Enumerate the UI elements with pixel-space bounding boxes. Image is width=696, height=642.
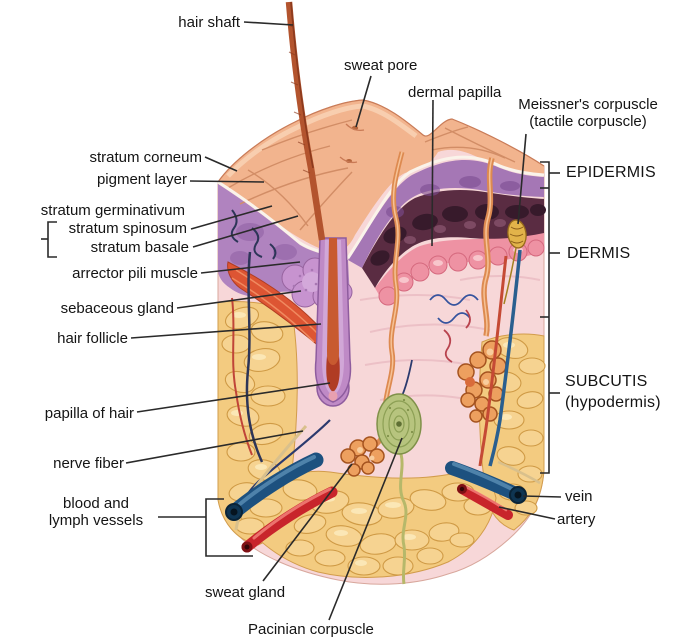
label-subcutis-line2: (hypodermis): [565, 394, 661, 411]
label-hair-shaft: hair shaft: [178, 14, 240, 31]
hair-shaft: [285, 1, 326, 241]
papillae-blobs: [370, 204, 546, 266]
label-sweat-pore: sweat pore: [344, 57, 418, 74]
leader-hair-shaft: [243, 21, 294, 26]
leader-vein: [522, 495, 562, 498]
label-meissners-line1: Meissner's corpuscle: [518, 96, 658, 113]
label-stratum-germinativum: stratum germinativum: [40, 202, 185, 219]
label-blood-lymph-vessels: blood and lymph vessels: [36, 495, 156, 529]
skin-surface: [217, 99, 545, 260]
hair-follicle: [314, 237, 352, 407]
surface-outline: [217, 99, 545, 183]
sweat-pore-dimples: [339, 123, 365, 164]
leader-nerve-fiber: [125, 430, 304, 464]
label-stratum-spinosum: stratum spinosum: [68, 220, 187, 237]
leader-lines: [41, 21, 562, 621]
scallop-highlights: [399, 247, 523, 283]
label-subcutis: SUBCUTIS (hypodermis): [565, 371, 661, 413]
fat-highlights: [231, 312, 515, 566]
leader-stratum-corneum: [204, 156, 238, 172]
cut-line-right: [346, 155, 545, 259]
epidermis-cut-face: [348, 159, 546, 306]
label-sweat-gland: sweat gland: [205, 584, 286, 601]
label-dermis: DERMIS: [567, 245, 631, 262]
leader-hair-follicle: [130, 323, 322, 339]
leader-sweat-gland: [262, 463, 353, 582]
label-stratum-corneum: stratum corneum: [89, 149, 202, 166]
label-sebaceous-gland: sebaceous gland: [60, 300, 174, 317]
cut-purple-band: [348, 159, 544, 268]
label-vein: vein: [565, 488, 593, 505]
leader-stratum-spinosum: [190, 205, 273, 230]
label-artery: artery: [557, 511, 596, 528]
leader-sebaceous: [176, 290, 302, 309]
label-blood-line2: lymph vessels: [48, 512, 144, 529]
leader-dermal-papilla: [431, 99, 434, 247]
meissners-corpuscle: [503, 219, 527, 305]
label-papilla-of-hair: papilla of hair: [44, 405, 134, 422]
leader-meissner: [517, 133, 527, 225]
leader-stratum-basale: [192, 215, 299, 248]
pacinian-corpuscle: [376, 393, 422, 585]
label-dermal-papilla: dermal papilla: [408, 84, 502, 101]
leader-sweat-pore: [355, 75, 372, 128]
label-meissners-line2: (tactile corpuscle): [529, 113, 647, 130]
label-pigment-layer: pigment layer: [96, 171, 187, 188]
leader-arrector-pili: [200, 261, 301, 274]
surface-sheen: [226, 103, 418, 178]
label-nerve-fiber: nerve fiber: [53, 455, 124, 472]
bracket-skin-layers: [540, 161, 560, 474]
label-meissners-corpuscle: Meissner's corpuscle (tactile corpuscle): [502, 96, 674, 130]
leader-artery: [498, 506, 556, 520]
label-hair-follicle: hair follicle: [57, 330, 128, 347]
leader-pacinian: [328, 437, 403, 621]
dark-papillae-band: [362, 190, 544, 288]
vessels-bottom-left: [225, 452, 338, 553]
vein-left: [226, 452, 324, 520]
papilla-of-hair: [328, 391, 338, 401]
sweat-duct-right: [481, 157, 495, 337]
label-pacinian-corpuscle: Pacinian corpuscle: [248, 621, 374, 638]
arrector-pili-muscle: [227, 261, 335, 353]
label-subcutis-line1: SUBCUTIS: [565, 373, 648, 390]
leader-papilla-of-hair: [136, 382, 331, 413]
vessels-bottom-right: [445, 461, 527, 520]
label-arrector-pili-muscle: arrector pili muscle: [72, 265, 198, 282]
papillae-accents: [404, 219, 506, 244]
label-blood-line1: blood and: [63, 495, 129, 512]
artery-left: [241, 486, 338, 553]
bracket-strata: [41, 221, 57, 258]
cut-purple-blobs: [386, 176, 520, 218]
hair-root: [327, 238, 339, 386]
dermis-texture: [223, 275, 541, 401]
bracket-blood-lymph: [205, 498, 253, 557]
leader-pigment-layer: [189, 180, 265, 183]
label-stratum-basale: stratum basale: [90, 239, 189, 256]
label-epidermis: EPIDERMIS: [566, 164, 656, 181]
